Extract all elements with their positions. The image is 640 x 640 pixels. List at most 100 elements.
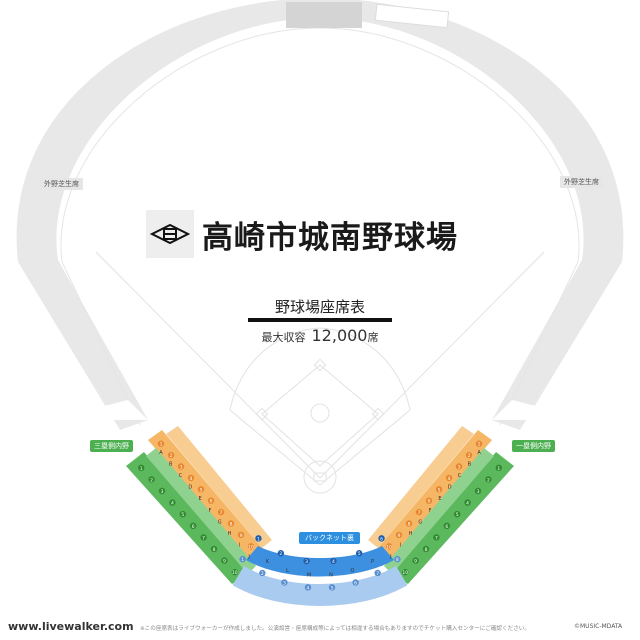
svg-text:1: 1 (140, 466, 143, 472)
lightblue-block-marker[interactable]: 7 (374, 569, 381, 577)
orange-block-marker[interactable]: 2 (465, 451, 473, 459)
orange-block-marker[interactable]: 2 (167, 451, 175, 459)
backnet-inner-stands[interactable] (246, 546, 394, 577)
venue-title-row: 高崎市城南野球場 (146, 210, 458, 258)
left-outfield-lawn-label[interactable]: 外野芝生席 (40, 178, 83, 190)
orange-block-marker[interactable]: 6 (207, 497, 215, 505)
lightblue-block-marker[interactable]: 2 (259, 569, 266, 577)
green-block-marker[interactable]: 6 (443, 522, 450, 530)
svg-text:8: 8 (396, 557, 399, 563)
svg-text:4: 4 (332, 559, 335, 565)
lightblue-block-marker[interactable]: 4 (304, 584, 312, 591)
third-base-green-stands[interactable] (126, 448, 256, 584)
green-block-marker[interactable]: 3 (158, 487, 166, 495)
third-base-infield-label[interactable]: 三塁側内野 (90, 440, 133, 452)
green-block-marker[interactable]: 8 (422, 545, 430, 553)
orange-block-marker[interactable]: 6 (425, 497, 433, 505)
green-block-marker[interactable]: 5 (454, 511, 461, 518)
orange-block-marker[interactable]: 5 (435, 486, 443, 493)
backnet-label[interactable]: バックネット裏 (299, 532, 360, 544)
svg-text:1: 1 (497, 466, 500, 472)
blue-block-marker[interactable]: 6 (378, 535, 385, 542)
second-base (313, 358, 327, 372)
capacity-unit: 席 (367, 331, 379, 344)
orange-block-marker[interactable]: 10 (247, 543, 255, 550)
backnet-outer-stands[interactable] (232, 566, 408, 607)
blue-block-marker[interactable]: 4 (330, 557, 337, 565)
green-block-marker[interactable]: 3 (474, 487, 482, 495)
orange-block-marker[interactable]: 4 (445, 474, 453, 482)
orange-block-marker[interactable]: 3 (455, 463, 463, 471)
home-plate-area (303, 460, 337, 494)
orange-block-marker[interactable]: 10 (385, 543, 393, 550)
svg-text:6: 6 (354, 581, 357, 587)
first-base-green-stands[interactable] (384, 448, 514, 584)
green-block-marker[interactable]: 1 (495, 464, 502, 472)
green-block-marker[interactable]: 2 (148, 476, 155, 483)
lightblue-block-marker[interactable]: 3 (281, 579, 288, 587)
green-block-marker[interactable]: 10 (402, 569, 409, 576)
orange-block-marker[interactable]: 9 (395, 531, 403, 539)
svg-text:1: 1 (160, 442, 163, 448)
svg-text:3: 3 (305, 559, 308, 565)
lightblue-block-marker[interactable]: 5 (328, 584, 336, 591)
lightblue-block-marker[interactable]: 6 (352, 579, 359, 587)
green-block-marker[interactable]: 8 (210, 545, 218, 553)
svg-text:4: 4 (190, 476, 193, 482)
section-letter-right: E (438, 496, 441, 502)
green-block-marker[interactable]: 2 (485, 476, 492, 483)
orange-block-marker[interactable]: 1 (157, 440, 165, 448)
blue-block-marker[interactable]: 5 (355, 550, 363, 557)
svg-text:1: 1 (257, 536, 260, 542)
section-letter-right: D (448, 485, 452, 491)
green-block-marker[interactable]: 10 (231, 569, 238, 576)
subtitle-underline (248, 318, 392, 322)
section-letter-center: P (371, 559, 374, 565)
first-base-infield-label[interactable]: 一塁側内野 (512, 440, 555, 452)
green-block-marker[interactable]: 1 (138, 464, 145, 472)
orange-block-marker[interactable]: 4 (187, 474, 195, 482)
svg-text:10: 10 (248, 544, 254, 550)
orange-block-marker[interactable]: 8 (405, 520, 413, 528)
svg-text:9: 9 (223, 559, 226, 565)
svg-text:7: 7 (376, 571, 379, 577)
section-letter-left: H (228, 531, 232, 537)
right-outfield-lawn-label[interactable]: 外野芝生席 (560, 176, 603, 188)
green-block-marker[interactable]: 7 (433, 534, 440, 541)
city-emblem-icon (150, 223, 190, 245)
lightblue-block-marker[interactable]: 8 (394, 555, 401, 563)
third-base-orange-stands[interactable] (148, 426, 272, 560)
section-letter-left: I (239, 543, 240, 549)
green-block-marker[interactable]: 4 (169, 499, 176, 507)
orange-block-marker[interactable]: 8 (227, 520, 235, 528)
orange-block-marker[interactable]: 7 (415, 508, 423, 516)
svg-text:3: 3 (283, 581, 286, 587)
section-letter-left: B (169, 461, 173, 467)
orange-block-marker[interactable]: 9 (237, 531, 245, 539)
svg-text:3: 3 (477, 489, 480, 495)
green-block-marker[interactable]: 9 (412, 557, 419, 565)
blue-block-marker[interactable]: 3 (303, 557, 310, 565)
green-block-marker[interactable]: 9 (221, 557, 228, 565)
section-letter-right: I (400, 543, 401, 549)
green-block-marker[interactable]: 5 (179, 511, 186, 518)
lightblue-block-marker[interactable]: 1 (239, 555, 246, 563)
blue-block-marker[interactable]: 2 (277, 550, 285, 557)
first-base (371, 407, 385, 421)
green-block-marker[interactable]: 6 (190, 522, 197, 530)
blue-block-marker[interactable]: 1 (255, 535, 262, 542)
third-base-foul-line (95, 251, 321, 479)
green-block-marker[interactable]: 4 (464, 499, 471, 507)
orange-block-marker[interactable]: 5 (197, 486, 205, 493)
home-plate (313, 472, 327, 482)
orange-block-marker[interactable]: 7 (217, 508, 225, 516)
venue-name: 高崎市城南野球場 (202, 219, 458, 256)
svg-text:2: 2 (279, 551, 282, 557)
orange-block-marker[interactable]: 1 (475, 440, 483, 448)
orange-block-marker[interactable]: 3 (177, 463, 185, 471)
green-block-marker[interactable]: 7 (200, 534, 207, 541)
first-base-orange-stands[interactable] (368, 426, 492, 560)
footer-site-link[interactable]: www.livewalker.com (8, 620, 134, 633)
